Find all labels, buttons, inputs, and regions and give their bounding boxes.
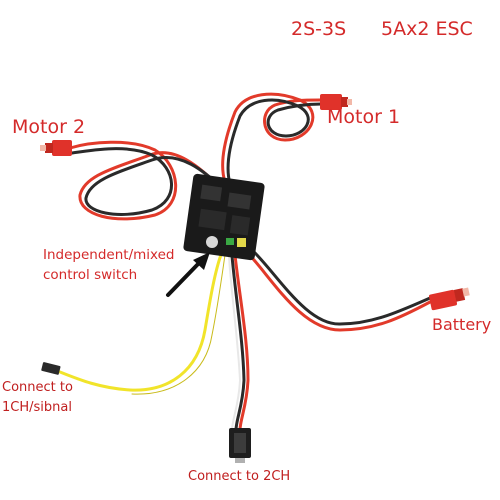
label-signal-line2: 1CH/sibnal <box>2 400 72 415</box>
title-model: 5Ax2 ESC <box>381 18 473 40</box>
arrow-pointer <box>166 252 210 297</box>
motor2-connector <box>40 140 72 156</box>
signal-1ch-wire <box>58 250 226 395</box>
label-motor-1: Motor 1 <box>327 106 401 128</box>
motor1-connector <box>320 94 352 110</box>
title-spec: 2S-3S <box>291 18 347 40</box>
label-motor-2: Motor 2 <box>12 116 86 138</box>
motor1-wires <box>221 92 324 186</box>
label-switch-line1: Independent/mixed <box>43 247 175 263</box>
battery-connector <box>428 287 470 311</box>
esc-board <box>183 173 265 261</box>
signal-2ch-plug <box>229 428 251 463</box>
label-connect-2ch: Connect to 2CH <box>188 469 291 484</box>
signal-1ch-plug <box>41 362 61 375</box>
label-signal-line1: Connect to <box>2 380 73 395</box>
motor2-wires <box>68 140 224 221</box>
signal-2ch-wires <box>228 253 250 432</box>
battery-wires <box>243 244 432 332</box>
label-battery: Battery <box>432 315 492 334</box>
label-switch-line2: control switch <box>43 267 138 283</box>
